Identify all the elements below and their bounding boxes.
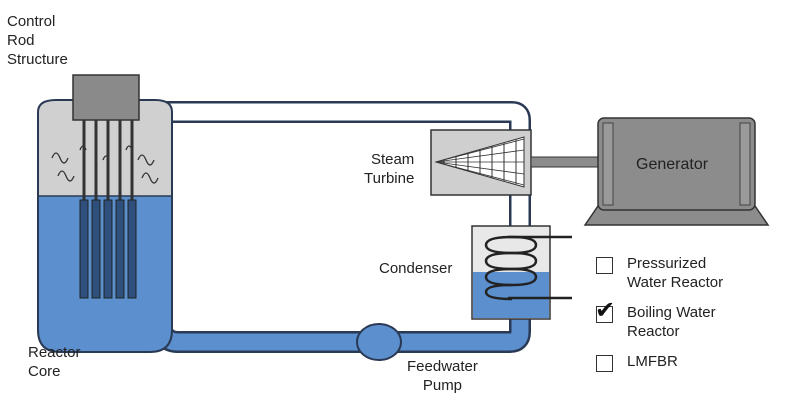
control-rods [79, 120, 137, 299]
condenser [471, 225, 572, 320]
generator [583, 117, 770, 226]
control-rod [115, 120, 125, 299]
main-steam-pipe [139, 101, 531, 131]
option-label: LMFBR [627, 353, 678, 370]
control-rod [79, 120, 89, 299]
reactor-core-label: Reactor Core [28, 344, 81, 380]
control-rod [127, 120, 137, 299]
control-rod [91, 120, 101, 299]
control-rod-structure-label: Control Rod Structure [7, 13, 68, 68]
condenser-label: Condenser [379, 260, 453, 277]
generator-label: Generator [636, 156, 709, 173]
feedwater-pump [356, 323, 402, 361]
control-rod-housing [72, 74, 140, 121]
check-mark-icon: ✔ [595, 296, 616, 324]
steam-turbine [430, 129, 532, 196]
option-lmfbr[interactable]: LMFBR [596, 352, 678, 372]
feedwater-pipe [149, 312, 531, 353]
checkbox-boiling-water-reactor[interactable]: ✔ [595, 298, 615, 323]
feedwater-pump-label: Feedwater Pump [407, 358, 478, 394]
option-label: Pressurized Water Reactor [627, 255, 724, 291]
control-rod [103, 120, 113, 299]
option-label: Boiling Water Reactor [627, 304, 716, 340]
steam-turbine-label: Steam Turbine [364, 151, 415, 187]
cooling-coil [484, 235, 572, 301]
checkbox-lmfbr[interactable] [596, 355, 613, 372]
condenser-water [473, 272, 549, 318]
option-pressurized-water-reactor[interactable]: Pressurized Water Reactor [596, 254, 723, 292]
option-boiling-water-reactor[interactable]: ✔ Boiling Water Reactor [595, 298, 716, 341]
turbine-shaft [530, 156, 604, 168]
checkbox-pressurized-water-reactor[interactable] [596, 257, 613, 274]
